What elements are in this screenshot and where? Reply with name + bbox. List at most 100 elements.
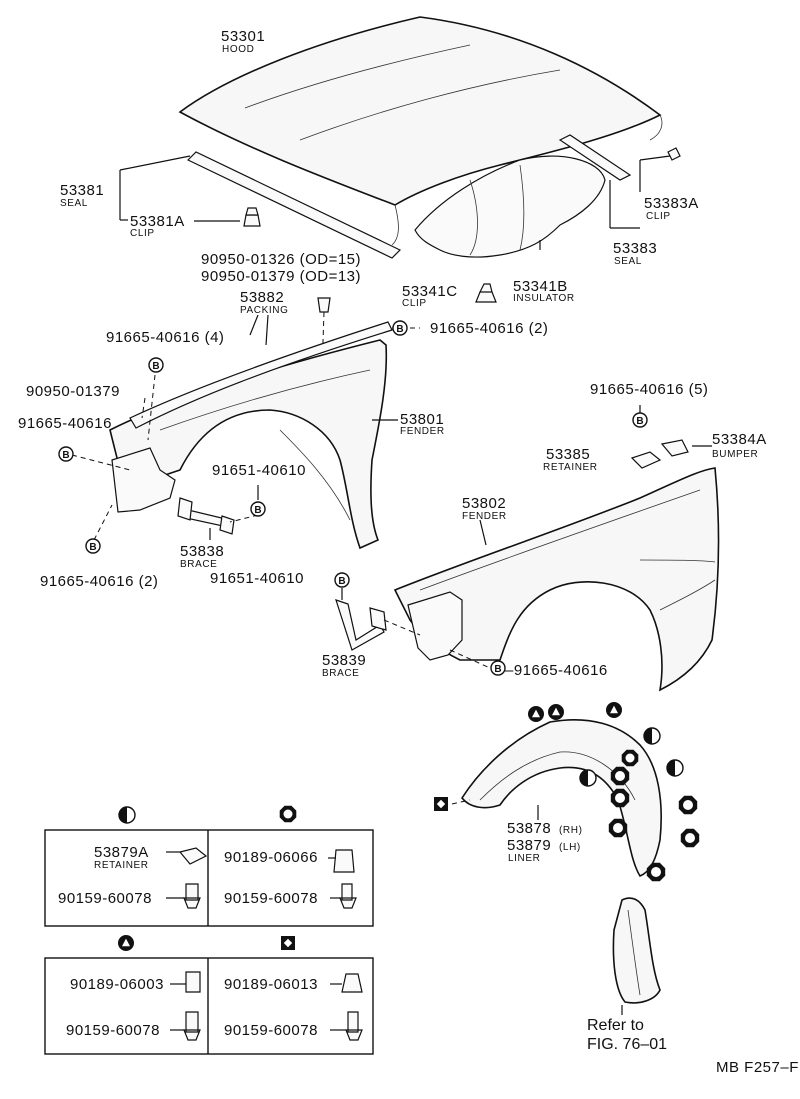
clip-53383a-part-number: 53383A bbox=[644, 195, 699, 212]
clip-53341c-part-number: 53341C bbox=[402, 283, 458, 300]
packing-part-number: 53882 bbox=[240, 289, 284, 306]
bolt-five-part-number: 91665-40616 (5) bbox=[590, 381, 708, 398]
fastener-symbol-markers bbox=[118, 702, 700, 951]
bolt-b-marker: B bbox=[392, 320, 408, 336]
diamond-marker bbox=[281, 936, 295, 950]
brace-bolt-two-part-number: 91651-40610 bbox=[210, 570, 304, 587]
fender-liner-drawing bbox=[451, 719, 662, 877]
right-brace-drawing bbox=[335, 599, 387, 651]
bumper-name: BUMPER bbox=[712, 449, 758, 460]
legend-diamond-part-a: 90189-06013 bbox=[224, 976, 318, 993]
right-leader-lines bbox=[341, 519, 491, 669]
insulator-name: INSULATOR bbox=[513, 293, 575, 304]
bolt-four-part-number: 91665-40616 (4) bbox=[106, 329, 224, 346]
bolt-marker-letter: B bbox=[62, 450, 69, 461]
bolt-marker-letter: B bbox=[254, 505, 261, 516]
octagon-marker bbox=[678, 795, 698, 815]
triangle-marker bbox=[118, 935, 134, 951]
labels: 53301 HOOD 53381 SEAL 53381A CLIP 53383A… bbox=[18, 28, 799, 1076]
triangle-marker bbox=[548, 704, 564, 720]
bolt-b-marker: B bbox=[490, 660, 506, 676]
liner-lh-part-number: 53879 bbox=[507, 837, 551, 854]
left-fender-drawing bbox=[109, 321, 393, 550]
clip-53381a-part-number: 53381A bbox=[130, 213, 185, 230]
bolt-left-part-number: 91665-40616 bbox=[18, 415, 112, 432]
insulator-part-number: 53341B bbox=[513, 278, 568, 295]
left-fender-name: FENDER bbox=[400, 426, 445, 437]
legend-octagon-part-b: 90159-60078 bbox=[224, 890, 318, 907]
plug-90950-drawing bbox=[317, 297, 331, 313]
right-fender-name: FENDER bbox=[462, 511, 507, 522]
octagon-marker bbox=[610, 766, 630, 786]
bolt-right-part-number: –91665-40616 bbox=[505, 662, 608, 679]
octagon-marker bbox=[680, 828, 700, 848]
legend-leaders bbox=[166, 851, 346, 1031]
left-brace-name: BRACE bbox=[180, 559, 217, 570]
bolt-marker-letter: B bbox=[152, 361, 159, 372]
bumper-part-number: 53384A bbox=[712, 431, 767, 448]
clip-53341c-name: CLIP bbox=[402, 298, 427, 309]
diagram-code: MB F257–F bbox=[716, 1059, 799, 1076]
clip-53341c-drawing bbox=[475, 283, 497, 303]
bolt-marker-letter: B bbox=[338, 576, 345, 587]
clip-53381a-drawing bbox=[243, 207, 261, 227]
half-circle-marker bbox=[118, 806, 136, 824]
legend-triangle-part-b: 90159-60078 bbox=[66, 1022, 160, 1039]
octagon-marker bbox=[279, 805, 297, 823]
mud-guard-drawing bbox=[612, 897, 661, 1015]
legend-half-circle-part-a: 53879A bbox=[94, 844, 149, 861]
left-leader-lines bbox=[71, 314, 420, 541]
hood-name: HOOD bbox=[222, 44, 254, 55]
octagon-marker bbox=[608, 818, 628, 838]
brace-bolt-one-part-number: 91651-40610 bbox=[212, 462, 306, 479]
plug-od15-part-number: 90950-01326 (OD=15) bbox=[201, 251, 361, 268]
right-brace-part-number: 53839 bbox=[322, 652, 366, 669]
right-fender-part-number: 53802 bbox=[462, 495, 506, 512]
plug-od13-part-number: 90950-01379 (OD=13) bbox=[201, 268, 361, 285]
liner-rh-suffix: (RH) bbox=[559, 825, 583, 836]
bolt-markers: B B B B B B B B bbox=[58, 320, 648, 676]
liner-rh-part-number: 53878 bbox=[507, 820, 551, 837]
half-circle-marker bbox=[666, 759, 684, 777]
insulator-drawing bbox=[414, 155, 606, 258]
liner-name: LINER bbox=[508, 853, 540, 864]
legend-half-circle-part-b: 90159-60078 bbox=[58, 890, 152, 907]
clip-53381a-name: CLIP bbox=[130, 228, 155, 239]
bolt-marker-letter: B bbox=[636, 416, 643, 427]
legend-part-drawings bbox=[178, 847, 363, 1041]
bolt-b-marker: B bbox=[85, 538, 101, 554]
left-brace-drawing bbox=[177, 497, 235, 540]
octagon-marker bbox=[621, 749, 639, 767]
packing-name: PACKING bbox=[240, 305, 288, 316]
clip-53383a-name: CLIP bbox=[646, 211, 671, 222]
bolt-b-marker: B bbox=[632, 412, 648, 428]
half-circle-marker bbox=[579, 769, 597, 787]
hood-drawing bbox=[178, 16, 663, 246]
bolt-b-marker: B bbox=[148, 357, 164, 373]
bumper-53384a-drawing bbox=[660, 439, 689, 457]
right-brace-name: BRACE bbox=[322, 668, 359, 679]
bolt-b-marker: B bbox=[334, 572, 350, 588]
bolt-two-low-part-number: 91665-40616 (2) bbox=[40, 573, 158, 590]
seal-strip-right-drawing bbox=[539, 134, 681, 250]
refer-figure-text: FIG. 76–01 bbox=[587, 1036, 667, 1053]
bolt-two-top-part-number: 91665-40616 (2) bbox=[430, 320, 548, 337]
diamond-marker bbox=[434, 797, 448, 811]
retainer-53385-part-number: 53385 bbox=[546, 446, 590, 463]
bolt-marker-letter: B bbox=[494, 664, 501, 675]
legend-triangle-part-a: 90189-06003 bbox=[70, 976, 164, 993]
seal-strip-drawing bbox=[119, 151, 402, 259]
hood-part-number: 53301 bbox=[221, 28, 265, 45]
bolt-b-marker: B bbox=[58, 446, 74, 462]
triangle-marker bbox=[528, 706, 544, 722]
legend-octagon-part-a: 90189-06066 bbox=[224, 849, 318, 866]
legend-box-top bbox=[44, 829, 374, 927]
legend-diamond-part-b: 90159-60078 bbox=[224, 1022, 318, 1039]
left-brace-part-number: 53838 bbox=[180, 543, 224, 560]
seal-name: SEAL bbox=[60, 198, 88, 209]
retainer-53385-name: RETAINER bbox=[543, 462, 598, 473]
bolt-marker-letter: B bbox=[89, 542, 96, 553]
octagon-marker bbox=[610, 788, 630, 808]
bolt-b-marker: B bbox=[250, 501, 266, 517]
